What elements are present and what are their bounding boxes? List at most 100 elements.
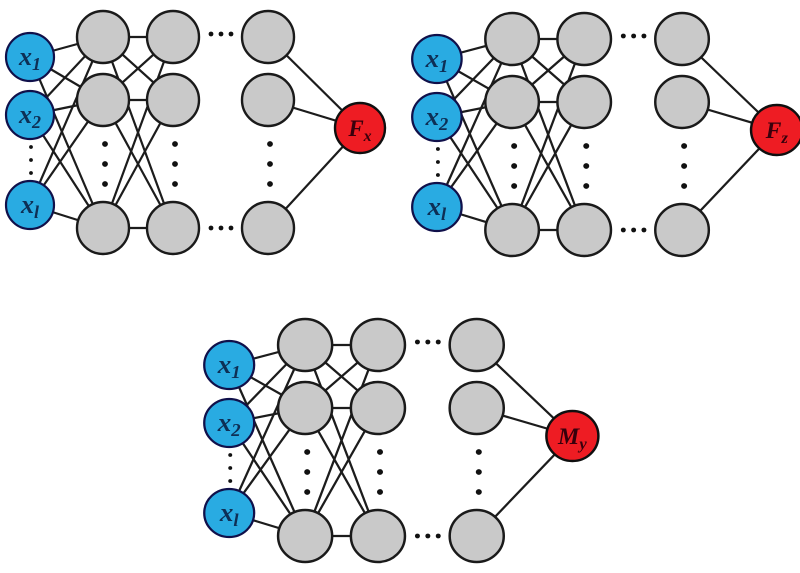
edge — [101, 36, 175, 229]
output-node — [333, 101, 387, 155]
hidden-node — [145, 200, 201, 256]
input-node — [203, 397, 256, 449]
edge — [304, 344, 379, 537]
input-node-label: xl — [219, 497, 240, 529]
hidden-node — [484, 11, 541, 67]
output-node-label: Fx — [347, 116, 371, 145]
vertical-ellipsis-icon — [376, 489, 384, 495]
horizontal-ellipsis-icon — [414, 533, 420, 539]
hidden-node — [556, 202, 613, 258]
hidden-node — [276, 380, 334, 436]
horizontal-ellipsis-icon — [641, 227, 647, 233]
hidden-node — [276, 317, 334, 373]
vertical-ellipsis-icon — [267, 161, 273, 167]
edge — [435, 58, 514, 231]
vertical-ellipsis-icon — [435, 160, 440, 164]
vertical-ellipsis-icon — [228, 479, 233, 483]
output-node — [545, 409, 600, 463]
vertical-ellipsis-icon — [376, 469, 384, 475]
horizontal-ellipsis-icon — [208, 225, 214, 231]
edge — [28, 56, 105, 229]
output-node-label: Fz — [765, 118, 789, 147]
vertical-ellipsis-icon — [435, 173, 440, 177]
input-node-label: x1 — [18, 42, 41, 74]
hidden-node — [75, 72, 131, 128]
hidden-node — [240, 9, 296, 65]
vertical-ellipsis-icon — [304, 449, 311, 455]
vertical-ellipsis-icon — [511, 163, 518, 169]
vertical-ellipsis-icon — [583, 183, 590, 189]
vertical-ellipsis-icon — [172, 181, 178, 187]
hidden-node — [240, 72, 296, 128]
vertical-ellipsis-icon — [511, 183, 518, 189]
edge — [28, 36, 105, 206]
input-node — [203, 487, 256, 539]
horizontal-ellipsis-icon — [425, 533, 431, 539]
horizontal-ellipsis-icon — [228, 31, 234, 37]
vertical-ellipsis-icon — [228, 453, 233, 457]
hidden-node — [145, 72, 201, 128]
vertical-ellipsis-icon — [29, 145, 33, 149]
input-node-label: xl — [427, 191, 447, 224]
input-node-label: x1 — [425, 43, 449, 76]
hidden-node — [349, 317, 407, 373]
hidden-node — [75, 9, 131, 65]
input-node — [411, 91, 463, 143]
hidden-node — [556, 11, 613, 67]
input-node-label: x2 — [425, 101, 449, 134]
horizontal-ellipsis-icon — [435, 339, 441, 345]
input-node — [4, 31, 56, 83]
input-node — [203, 339, 256, 391]
hidden-node — [448, 508, 506, 564]
edge — [228, 344, 307, 514]
horizontal-ellipsis-icon — [641, 33, 647, 39]
hidden-node — [349, 380, 407, 436]
horizontal-ellipsis-icon — [218, 31, 224, 37]
input-node-label: xl — [20, 190, 39, 222]
network-fx: x1 x2 xl Fx — [4, 9, 387, 256]
output-node-label: My — [557, 424, 587, 453]
edge — [511, 38, 586, 231]
horizontal-ellipsis-icon — [620, 33, 626, 39]
vertical-ellipsis-icon — [267, 181, 273, 187]
horizontal-ellipsis-icon — [425, 339, 431, 345]
vertical-ellipsis-icon — [102, 141, 108, 147]
horizontal-ellipsis-icon — [620, 227, 626, 233]
horizontal-ellipsis-icon — [228, 225, 234, 231]
vertical-ellipsis-icon — [228, 466, 233, 470]
vertical-ellipsis-icon — [29, 158, 33, 162]
hidden-node — [276, 508, 334, 564]
hidden-node — [448, 317, 506, 373]
input-node-label: x1 — [217, 349, 241, 381]
input-node-label: x2 — [18, 100, 41, 132]
horizontal-ellipsis-icon — [208, 31, 214, 37]
vertical-ellipsis-icon — [172, 141, 178, 147]
hidden-node — [556, 74, 613, 130]
input-node — [411, 33, 463, 85]
vertical-ellipsis-icon — [304, 469, 311, 475]
vertical-ellipsis-icon — [681, 143, 688, 149]
vertical-ellipsis-icon — [435, 147, 440, 151]
hidden-node — [349, 508, 407, 564]
vertical-ellipsis-icon — [376, 449, 384, 455]
input-node — [4, 89, 56, 141]
horizontal-ellipsis-icon — [435, 533, 441, 539]
hidden-node — [654, 202, 711, 258]
vertical-ellipsis-icon — [267, 141, 273, 147]
horizontal-ellipsis-icon — [218, 225, 224, 231]
hidden-node — [448, 380, 506, 436]
vertical-ellipsis-icon — [583, 143, 590, 149]
horizontal-ellipsis-icon — [631, 33, 637, 39]
hidden-node — [240, 200, 296, 256]
hidden-node — [654, 11, 711, 67]
hidden-node — [75, 200, 131, 256]
hidden-node — [654, 74, 711, 130]
input-node — [4, 179, 56, 231]
hidden-node — [484, 202, 541, 258]
vertical-ellipsis-icon — [304, 489, 311, 495]
vertical-ellipsis-icon — [681, 183, 688, 189]
vertical-ellipsis-icon — [102, 161, 108, 167]
edge — [435, 38, 514, 208]
